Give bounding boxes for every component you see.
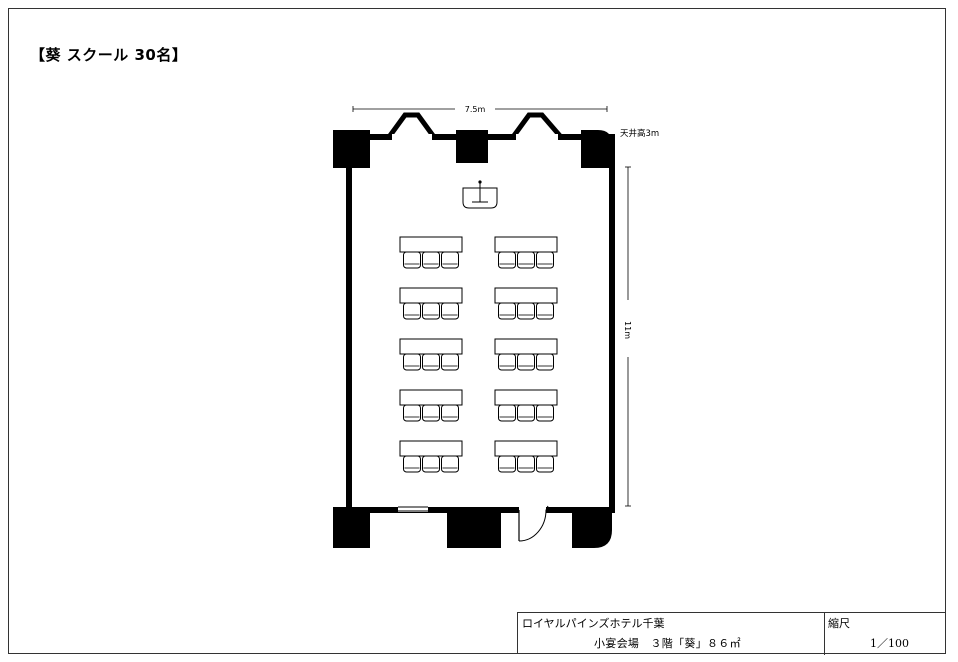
- length-dimension-label: 11m: [623, 321, 632, 339]
- chair: [536, 455, 554, 473]
- info-block: ロイヤルパインズホテル千葉 小宴会場 ３階「葵」８６㎡ 縮尺 1／100: [517, 612, 946, 655]
- pillar-bottom-right: [572, 507, 612, 548]
- chair: [498, 404, 516, 422]
- table: [494, 440, 558, 457]
- hotel-name: ロイヤルパインズホテル千葉: [522, 617, 665, 630]
- door-jamb: [545, 505, 549, 511]
- chair: [441, 302, 459, 320]
- chair: [536, 302, 554, 320]
- chair: [517, 302, 535, 320]
- chair: [498, 251, 516, 269]
- table-set: [399, 440, 463, 473]
- table-set: [494, 287, 558, 320]
- table: [494, 389, 558, 406]
- chair: [536, 251, 554, 269]
- microphone-icon: [478, 180, 482, 184]
- chair: [403, 404, 421, 422]
- chair: [498, 302, 516, 320]
- seating-layout: [399, 236, 558, 473]
- table-set: [494, 389, 558, 422]
- chair: [441, 404, 459, 422]
- chair: [422, 404, 440, 422]
- table: [399, 389, 463, 406]
- plan-title: 【葵 スクール 30名】: [30, 46, 188, 64]
- info-hotel-cell: ロイヤルパインズホテル千葉 小宴会場 ３階「葵」８６㎡: [518, 613, 825, 655]
- chair: [517, 404, 535, 422]
- chair: [441, 353, 459, 371]
- chair: [498, 455, 516, 473]
- top-bay-left: [370, 112, 439, 140]
- pillar-bottom-center: [447, 507, 501, 548]
- chair: [422, 353, 440, 371]
- pillar-bottom-left: [333, 507, 370, 548]
- chair: [536, 353, 554, 371]
- pillar-top-right: [581, 130, 612, 168]
- room-name: 小宴会場 ３階「葵」８６㎡: [594, 637, 741, 650]
- table-set: [494, 440, 558, 473]
- ceiling-height-label: 天井高3m: [620, 128, 659, 139]
- chair: [441, 251, 459, 269]
- chair: [536, 404, 554, 422]
- table: [399, 440, 463, 457]
- bottom-opening: [398, 506, 428, 512]
- table-set: [399, 338, 463, 371]
- scale-value: 1／100: [870, 637, 909, 650]
- bay-left-opening: [392, 134, 432, 140]
- pillar-top-left: [333, 130, 370, 168]
- table-set: [399, 287, 463, 320]
- door-swing-arc: [518, 509, 547, 542]
- chair: [403, 353, 421, 371]
- table-set: [399, 236, 463, 269]
- table: [399, 287, 463, 304]
- table-set: [494, 338, 558, 371]
- width-dimension-label: 7.5m: [465, 105, 486, 114]
- chair: [517, 353, 535, 371]
- chair: [441, 455, 459, 473]
- table-set: [494, 236, 558, 269]
- chair: [422, 251, 440, 269]
- chair: [422, 302, 440, 320]
- table: [494, 338, 558, 355]
- chair: [498, 353, 516, 371]
- table: [399, 338, 463, 355]
- top-bay-right: [497, 112, 567, 140]
- table: [494, 236, 558, 253]
- table: [494, 287, 558, 304]
- chair: [403, 455, 421, 473]
- bay-right-opening: [516, 134, 558, 140]
- scale-label: 縮尺: [828, 617, 850, 630]
- chair: [517, 455, 535, 473]
- table: [399, 236, 463, 253]
- chair: [403, 302, 421, 320]
- chair: [422, 455, 440, 473]
- pillar-top-center: [456, 130, 488, 163]
- table-set: [399, 389, 463, 422]
- chair: [517, 251, 535, 269]
- chair: [403, 251, 421, 269]
- door-opening: [519, 506, 546, 513]
